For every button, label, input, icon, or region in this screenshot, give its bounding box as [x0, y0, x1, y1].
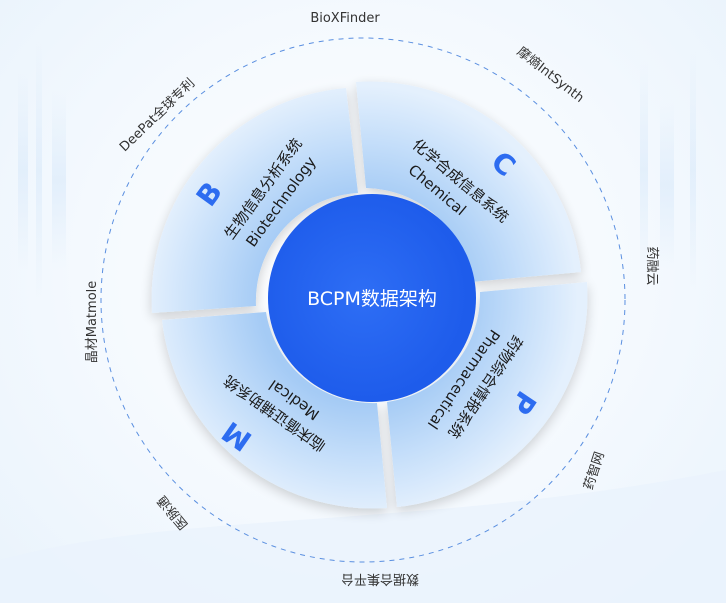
sector-c[interactable]: [356, 81, 581, 282]
ring: [151, 81, 588, 509]
sector-p[interactable]: [387, 282, 588, 507]
outer-label-deepat[interactable]: DeePat全球专利: [116, 75, 198, 155]
outer-label-matmole[interactable]: 晶材Matmole: [85, 281, 100, 364]
center-circle[interactable]: [268, 194, 476, 402]
outer-orbit: [100, 37, 626, 563]
sector-b[interactable]: [151, 88, 358, 313]
outer-label-intsynth[interactable]: 摩熵IntSynth: [514, 44, 587, 106]
outer-label-bottom[interactable]: 数据合集平台: [341, 571, 419, 587]
outer-label-bioxfinder[interactable]: BioXFinder: [310, 11, 380, 26]
outer-label-yaozhi[interactable]: 药智网: [582, 450, 608, 492]
outer-label-yimaitong[interactable]: 医脉通: [155, 492, 192, 532]
outer-label-yaorong[interactable]: 药融云: [644, 246, 659, 285]
sector-m[interactable]: [162, 312, 387, 509]
center-label: BCPM数据架构: [307, 288, 437, 310]
decorative-bars: [0, 40, 726, 603]
